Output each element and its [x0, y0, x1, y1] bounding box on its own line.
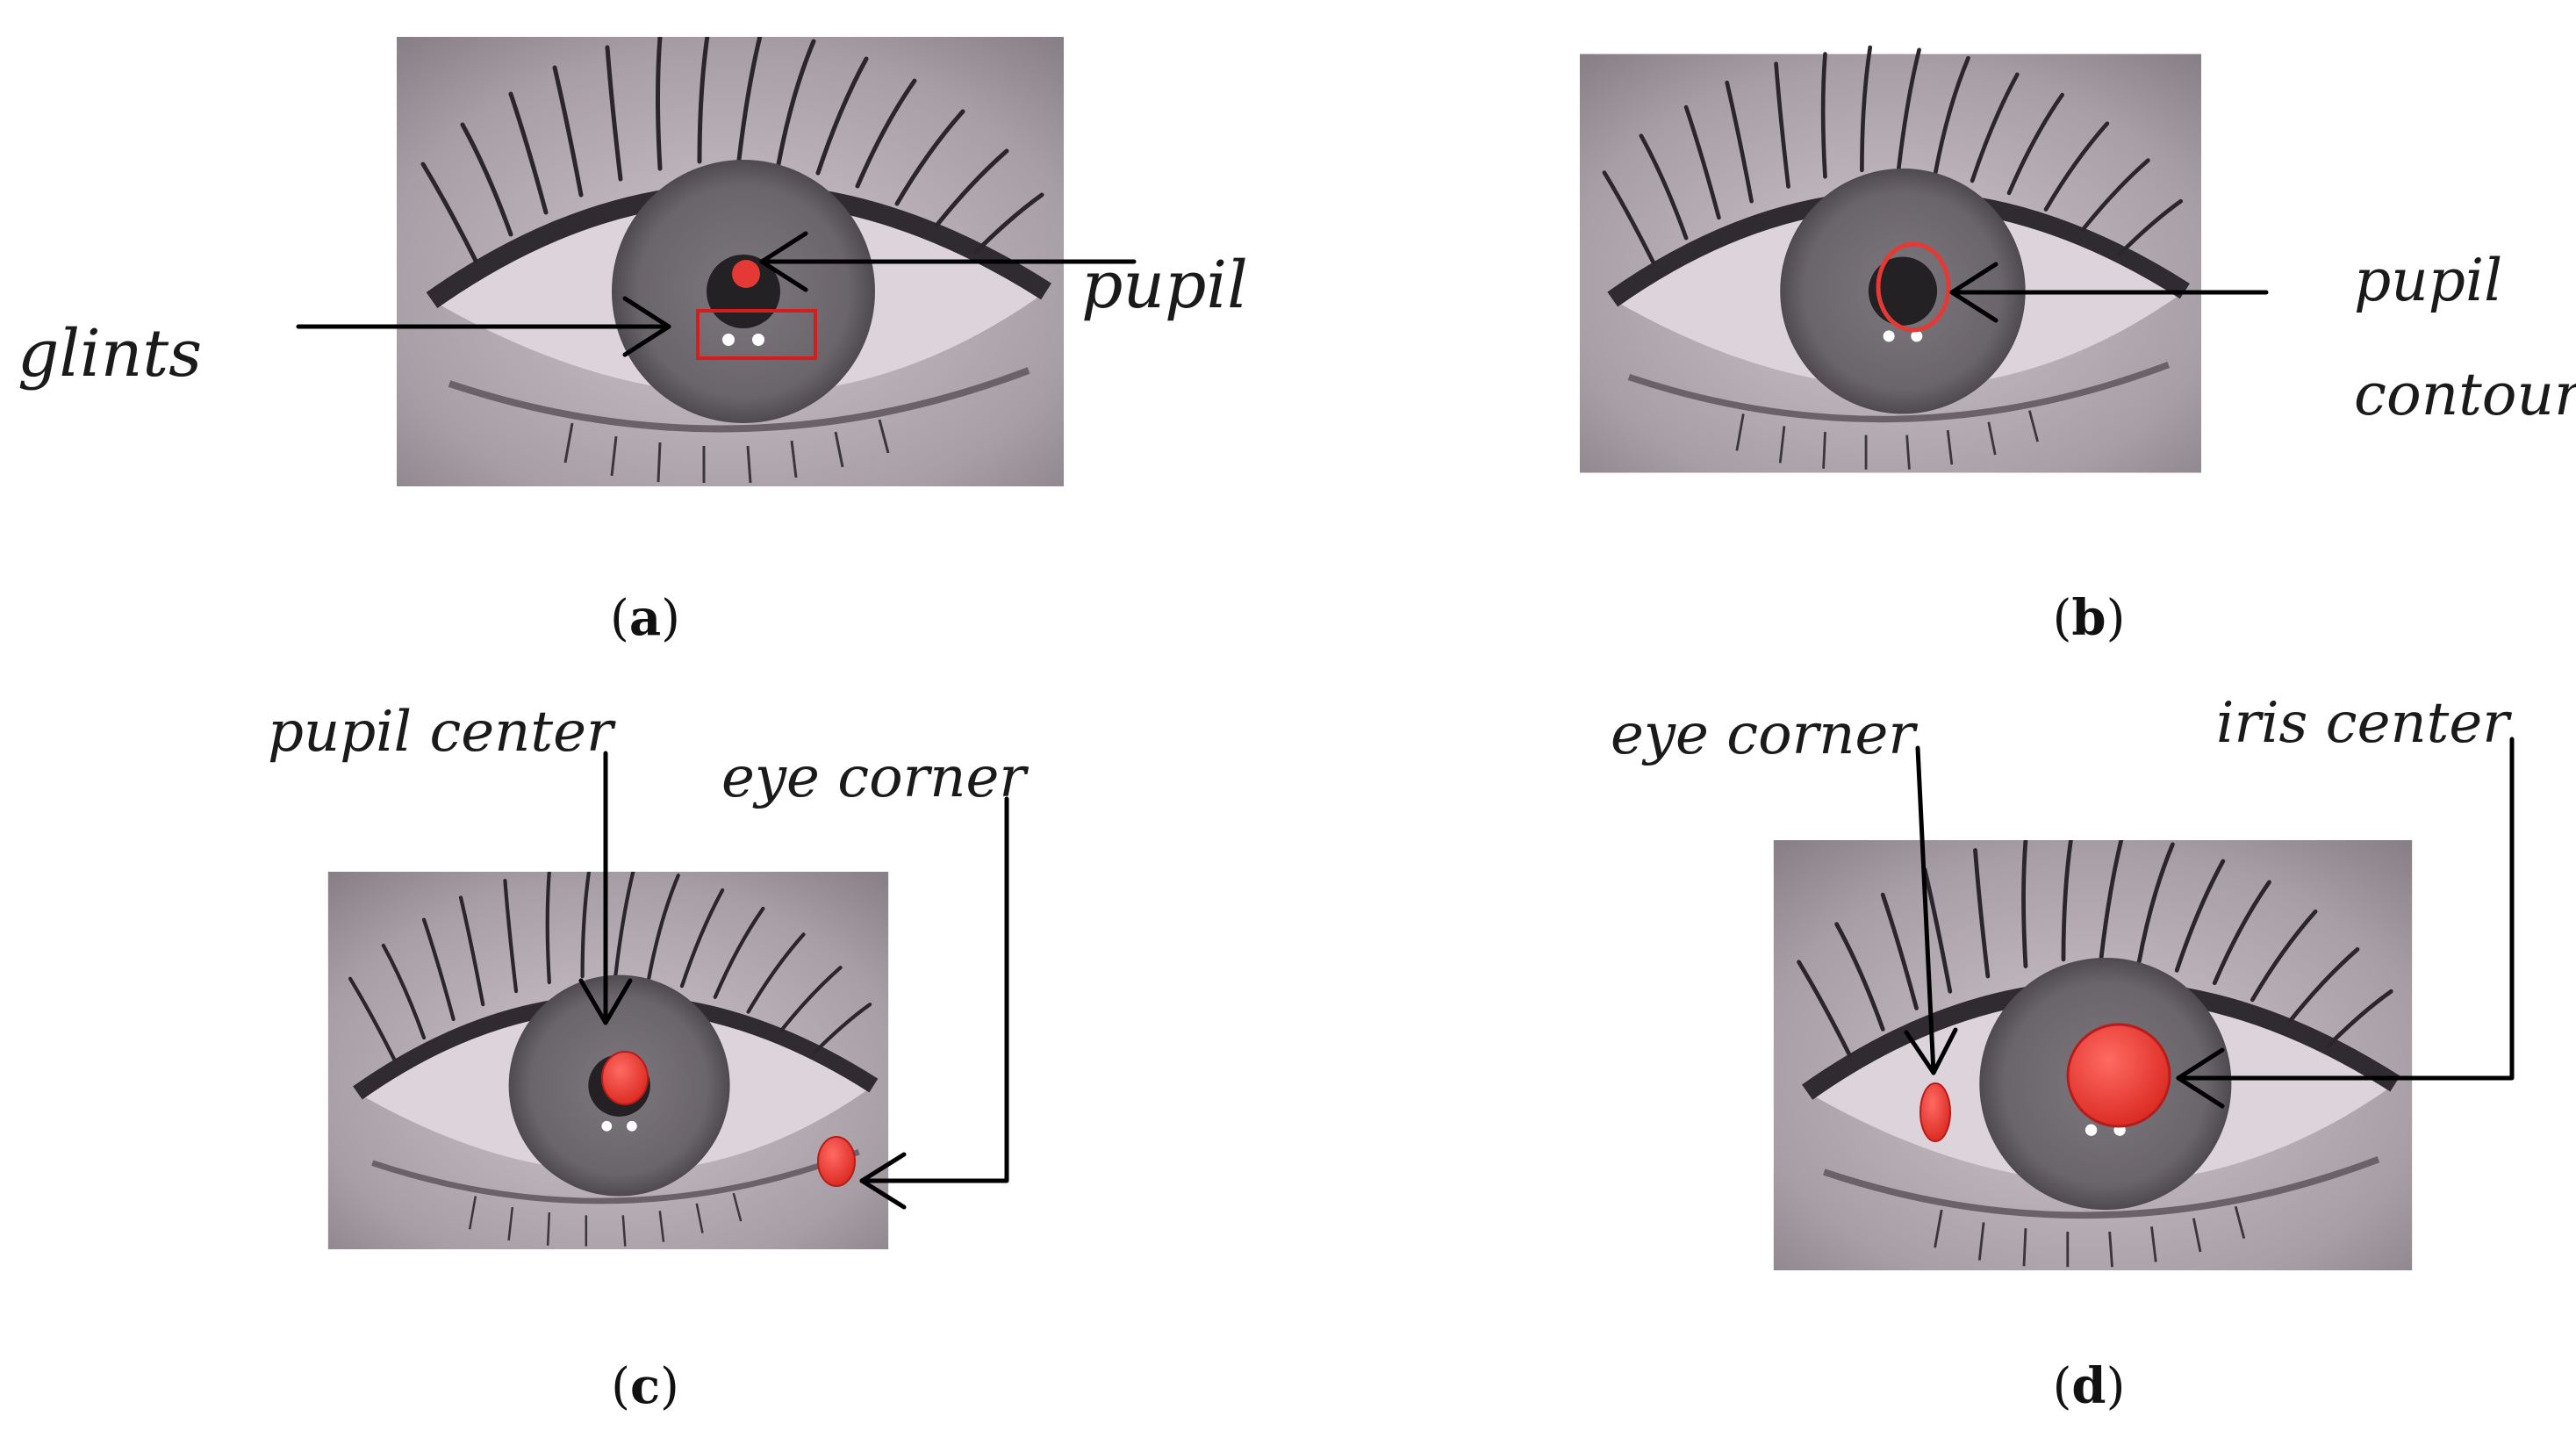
label-eye-corner-c: eye corner	[721, 745, 1029, 810]
iris-center-marker	[2066, 1023, 2171, 1128]
arrow-pupil-center	[578, 751, 633, 1025]
eye-corner-marker-c	[817, 1136, 856, 1187]
panel-b: pupil contour (b)	[1580, 47, 2576, 647]
glints-box	[696, 309, 817, 360]
arrow-eye-corner-c	[859, 796, 1009, 1210]
panel-d: eye corner iris center (d)	[1611, 691, 2515, 1415]
label-contour: contour	[2354, 361, 2576, 428]
panel-c: pupil center eye corner (c)	[268, 700, 1029, 1415]
label-pupil-center: pupil center	[268, 700, 616, 765]
label-pupil-a: pupil	[1081, 248, 1248, 323]
label-eye-corner-d: eye corner	[1611, 702, 1918, 767]
eye-image-b	[1580, 47, 2201, 472]
arrow-eye-corner-d	[1904, 745, 1958, 1075]
caption-b: (b)	[2053, 589, 2126, 647]
arrow-iris-center	[2176, 737, 2515, 1109]
eye-image-c	[328, 866, 888, 1249]
caption-d: (d)	[2053, 1357, 2126, 1415]
eye-corner-marker-d	[1919, 1082, 1951, 1142]
arrow-pupil-a	[759, 231, 1137, 292]
caption-a: (a)	[610, 589, 680, 647]
pupil-marker-a	[732, 260, 760, 288]
panel-a: glints pupil (a)	[18, 30, 1248, 647]
eye-image-a	[397, 30, 1064, 486]
arrow-glints	[296, 296, 671, 357]
pupil-contour-outline	[1876, 241, 1951, 333]
label-pupil-b: pupil	[2354, 247, 2502, 314]
arrow-pupil-contour	[1949, 262, 2269, 323]
caption-c: (c)	[611, 1357, 679, 1415]
label-glints: glints	[18, 316, 202, 392]
label-iris-center: iris center	[2216, 691, 2512, 756]
pupil-center-marker	[601, 1051, 649, 1105]
